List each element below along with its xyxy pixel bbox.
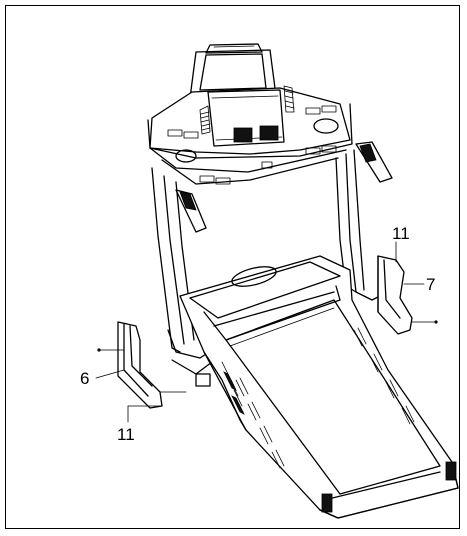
speaker-grille-right	[283, 85, 295, 113]
side-rail-slots-right	[353, 327, 415, 425]
console	[147, 85, 353, 185]
callout-label: 11	[392, 224, 410, 243]
handgrip-left	[175, 189, 207, 233]
callout-7: 7	[403, 275, 435, 294]
handgrip-right	[355, 141, 393, 183]
speaker-grille-left	[199, 105, 211, 135]
side-rail-slots-left	[235, 377, 285, 469]
callout-6: 6	[80, 369, 125, 388]
lcd-window-right	[259, 125, 279, 141]
base-cover-right	[377, 241, 438, 335]
base-cover-left	[97, 321, 187, 409]
callout-label: 7	[426, 275, 435, 294]
running-belt	[225, 299, 441, 495]
callout-11-bottom: 11	[117, 405, 135, 444]
callout-label: 11	[117, 425, 135, 444]
hood-handle	[231, 266, 277, 287]
treadmill-deck	[179, 255, 459, 519]
rear-foot-left	[321, 493, 333, 513]
cup-holder-left	[175, 149, 197, 163]
callout-label: 6	[80, 369, 89, 388]
rear-foot-right	[445, 461, 457, 481]
lcd-window-left	[233, 127, 253, 143]
cup-holder-right	[313, 118, 339, 134]
callout-11-top: 11	[392, 224, 410, 243]
